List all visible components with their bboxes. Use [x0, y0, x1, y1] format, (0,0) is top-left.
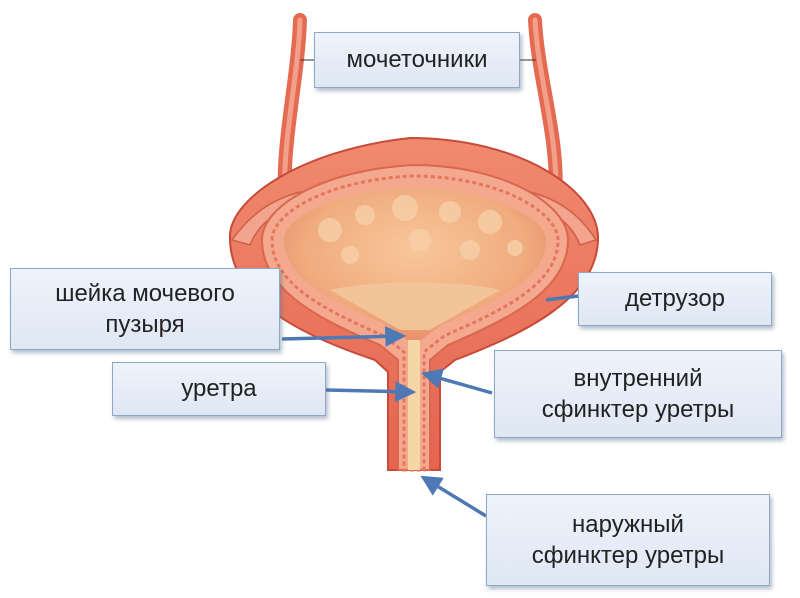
label-bladder-neck-line2: пузыря [105, 311, 185, 338]
label-bladder-neck: шейка мочевого пузыря [10, 268, 280, 350]
label-internal-sphincter: внутренний сфинктер уретры [494, 350, 782, 438]
pointer-arrows [281, 294, 579, 518]
label-external-sphincter-line2: сфинктер уретры [531, 542, 725, 569]
arrow-urethra [325, 381, 417, 403]
label-ureters-text: мочеточники [346, 46, 488, 74]
label-bladder-neck-line1: шейка мочевого [55, 279, 235, 307]
urethra-channel [408, 340, 420, 470]
label-external-sphincter: наружный сфинктер уретры [486, 494, 770, 586]
arrow-detrusor [545, 294, 579, 302]
arrow-bladder-neck [281, 325, 407, 347]
label-detrusor: детрузор [578, 272, 772, 326]
mucosa-folds [318, 195, 523, 264]
arrow-internal-sphincter [420, 368, 493, 395]
label-internal-sphincter-line1: внутренний [573, 364, 703, 392]
label-urethra: уретра [112, 362, 326, 416]
arrow-external-sphincter [420, 475, 487, 518]
label-ureters: мочеточники [314, 32, 520, 88]
label-internal-sphincter-line2: сфинктер уретры [541, 396, 735, 423]
label-external-sphincter-line1: наружный [572, 510, 684, 538]
label-urethra-text: уретра [181, 375, 257, 403]
label-detrusor-text: детрузор [624, 285, 726, 313]
